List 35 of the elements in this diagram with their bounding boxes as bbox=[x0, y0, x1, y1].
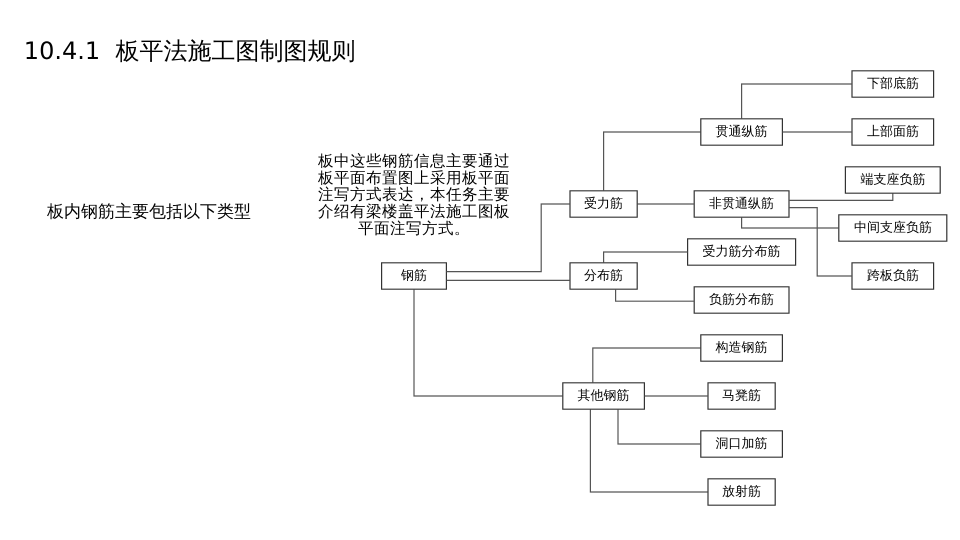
node-box: 马凳筋 bbox=[707, 382, 776, 410]
connector bbox=[644, 395, 708, 397]
node-box: 其他钢筋 bbox=[562, 382, 645, 410]
node-box: 端支座负筋 bbox=[844, 166, 941, 194]
node-box: 钢筋 bbox=[381, 262, 447, 290]
connector bbox=[741, 83, 852, 118]
label: 板中这些钢筋信息主要通过板平面布置图上采用板平面注写方式表达，本任务主要介绍有梁楼盖平法施工图板平面注写方式。 bbox=[318, 152, 510, 238]
node-box: 非贯通纵筋 bbox=[694, 190, 790, 218]
connector bbox=[592, 347, 701, 382]
connector bbox=[617, 410, 701, 445]
connector bbox=[789, 207, 852, 277]
node-box: 中间支座负筋 bbox=[838, 214, 948, 242]
node-box: 负筋分布筋 bbox=[694, 286, 790, 314]
diagram-title: 10.4.1 板平法施工图制图规则 bbox=[24, 36, 356, 65]
node-box: 洞口加筋 bbox=[700, 430, 783, 458]
node-box: 下部底筋 bbox=[851, 70, 934, 98]
node-box: 构造钢筋 bbox=[700, 334, 783, 362]
connector bbox=[446, 203, 570, 272]
connector bbox=[789, 194, 894, 201]
connector bbox=[446, 280, 570, 281]
connector bbox=[637, 203, 694, 205]
node-box: 放射筋 bbox=[707, 478, 776, 506]
node-box: 受力筋分布筋 bbox=[687, 238, 796, 266]
connector bbox=[782, 131, 852, 133]
node-box: 跨板负筋 bbox=[851, 262, 934, 290]
connector bbox=[590, 409, 708, 493]
connector bbox=[413, 289, 562, 397]
connector bbox=[603, 131, 701, 191]
node-box: 贯通纵筋 bbox=[700, 118, 783, 146]
node-box: 分布筋 bbox=[569, 262, 638, 290]
node-box: 上部面筋 bbox=[851, 118, 934, 146]
connector bbox=[741, 218, 839, 229]
node-box: 受力筋 bbox=[569, 190, 638, 218]
label: 板内钢筋主要包括以下类型 bbox=[46, 200, 251, 221]
connector bbox=[603, 251, 688, 262]
